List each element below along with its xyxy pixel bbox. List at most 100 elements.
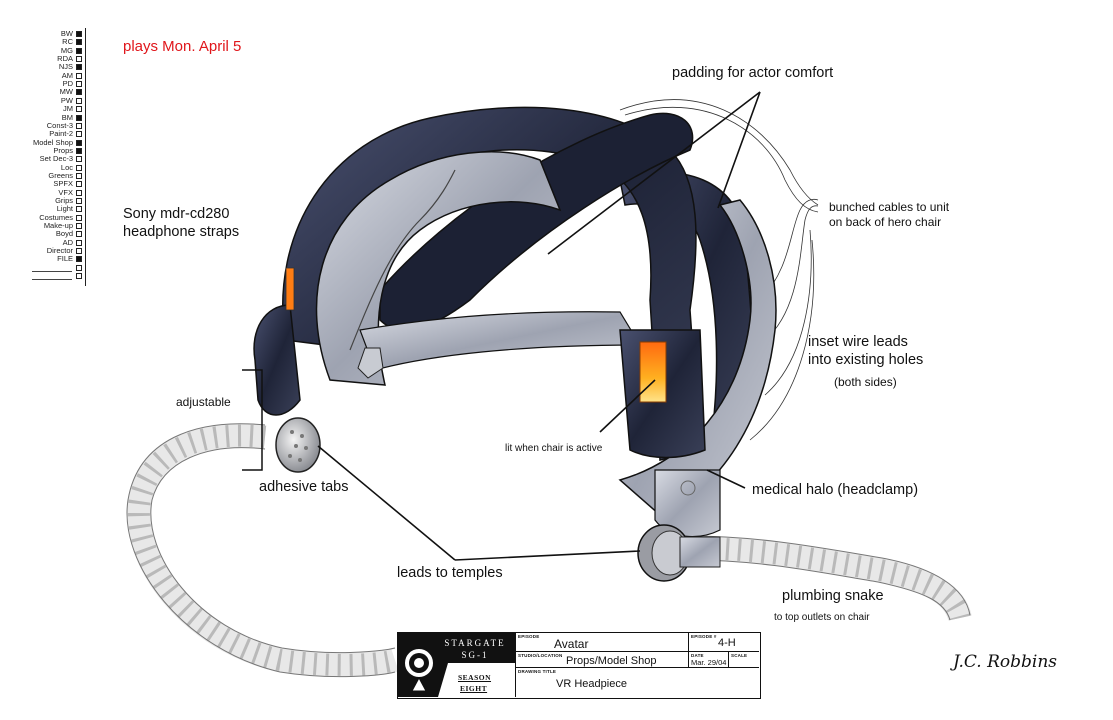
label-wires-line3: (both sides) [834,375,897,389]
distribution-label: Set Dec-3 [39,154,73,164]
label-plumbing-sub: to top outlets on chair [774,612,870,623]
distribution-label: BM [61,112,73,122]
season-line2: EIGHT [460,684,488,693]
date-cell: DATE Mar. 29/04 [689,652,729,668]
artist-signature: J.C. Robbins [952,652,1057,672]
distribution-label: SPFX [53,179,73,189]
distribution-label: Greens [48,170,73,180]
distribution-label: MG [60,45,73,55]
label-padding: padding for actor comfort [672,65,834,81]
distribution-label: AD [62,237,73,247]
scale-cell: SCALE [729,652,759,668]
drawing-title-caption: DRAWING TITLE [518,669,557,674]
bunched-cables [619,99,819,441]
leader-lines [317,91,761,561]
distribution-label: Grips [55,196,73,205]
distribution-label: NJS [58,62,73,72]
distribution-checkbox[interactable] [76,206,82,213]
distribution-checkbox[interactable] [76,114,82,121]
stargate-logo-art [398,633,515,697]
distribution-label: Const-3 [46,120,73,130]
date-value: Mar. 29/04 [691,658,727,667]
season-line1: SEASON [458,673,492,682]
scale-caption: SCALE [731,653,748,658]
distribution-checkbox[interactable] [76,56,82,63]
logo-panel: STARGATE SG-1 SEASON EIGHT [398,633,516,697]
logo-subtitle: SG-1 [461,650,489,660]
logo-title: STARGATE [444,638,506,648]
distribution-checkbox[interactable] [76,231,82,238]
distribution-checkbox[interactable] [76,156,82,163]
studio-caption: STUDIO/LOCATION [518,653,563,658]
episode-number-caption: EPISODE # [691,634,717,639]
distribution-label: Costumes [39,212,73,222]
distribution-checkbox[interactable] [76,39,82,46]
distribution-label: FILE [57,254,73,264]
distribution-label: RDA [57,54,73,64]
distribution-checkbox[interactable] [76,248,82,255]
label-medical-halo: medical halo (headclamp) [752,482,919,498]
label-cables-line1: bunched cables to unit [829,200,950,214]
label-straps-line1: Sony mdr-cd280 [123,206,230,222]
label-cables-line2: on back of hero chair [829,215,942,229]
label-adjustable: adjustable [176,395,231,409]
distribution-checkbox[interactable] [76,239,82,246]
episode-cell: EPISODE Avatar [516,633,689,652]
distribution-checkbox[interactable] [76,72,82,79]
label-wires-line2: into existing holes [808,352,924,368]
studio-cell: STUDIO/LOCATION Props/Model Shop [516,652,689,668]
episode-caption: EPISODE [518,634,540,639]
distribution-checkbox[interactable] [76,97,82,104]
distribution-checkbox[interactable] [76,264,82,271]
distribution-checkbox[interactable] [76,181,82,188]
distribution-checkbox[interactable] [76,81,82,88]
distribution-checkbox[interactable] [76,172,82,179]
distribution-checkbox[interactable] [76,214,82,221]
distribution-checkbox[interactable] [76,131,82,138]
distribution-label: AM [61,70,73,80]
distribution-label: Make-up [43,221,73,231]
label-leads-to-temples: leads to temples [397,565,503,581]
distribution-label: Light [56,204,73,214]
distribution-checkbox[interactable] [76,223,82,230]
distribution-checkbox[interactable] [76,64,82,71]
episode-value: Avatar [554,637,589,651]
plumbing-snake-left [126,423,399,678]
distribution-blank-line [32,270,72,272]
distribution-checkbox[interactable] [76,164,82,171]
distribution-label: Loc [60,162,73,172]
distribution-label: Director [46,246,73,256]
distribution-checkbox[interactable] [76,89,82,96]
distribution-checkbox[interactable] [76,256,82,263]
studio-value: Props/Model Shop [566,655,657,667]
distribution-label: JM [63,104,73,114]
distribution-label: MW [59,87,73,97]
distribution-checkbox[interactable] [76,189,82,196]
distribution-checkbox[interactable] [76,147,82,154]
temple-disc-left [275,417,321,473]
distribution-checkbox[interactable] [76,273,82,280]
episode-number-cell: EPISODE # 4-H [689,633,759,652]
distribution-checkbox[interactable] [76,198,82,204]
distribution-label: BW [60,29,73,38]
distribution-label: Props [53,145,73,155]
air-date-note: plays Mon. April 5 [123,38,242,55]
label-lit: lit when chair is active [505,443,603,454]
distribution-label: PW [60,95,73,105]
distribution-blank-line [32,279,72,281]
distribution-checkbox[interactable] [76,47,82,54]
label-plumbing-snake: plumbing snake [782,588,884,604]
distribution-checkbox[interactable] [76,139,82,146]
medical-halo [618,199,777,516]
title-block: STARGATE SG-1 SEASON EIGHT EPISODE Avata… [397,632,761,699]
distribution-checkbox[interactable] [76,31,82,37]
distribution-label: PD [62,79,73,89]
distribution-checkbox[interactable] [76,122,82,129]
distribution-label: Paint-2 [49,129,73,139]
distribution-checkbox[interactable] [76,106,82,113]
label-straps-line2: headphone straps [123,224,240,240]
distribution-label: VFX [58,187,73,197]
date-caption: DATE [691,653,704,658]
